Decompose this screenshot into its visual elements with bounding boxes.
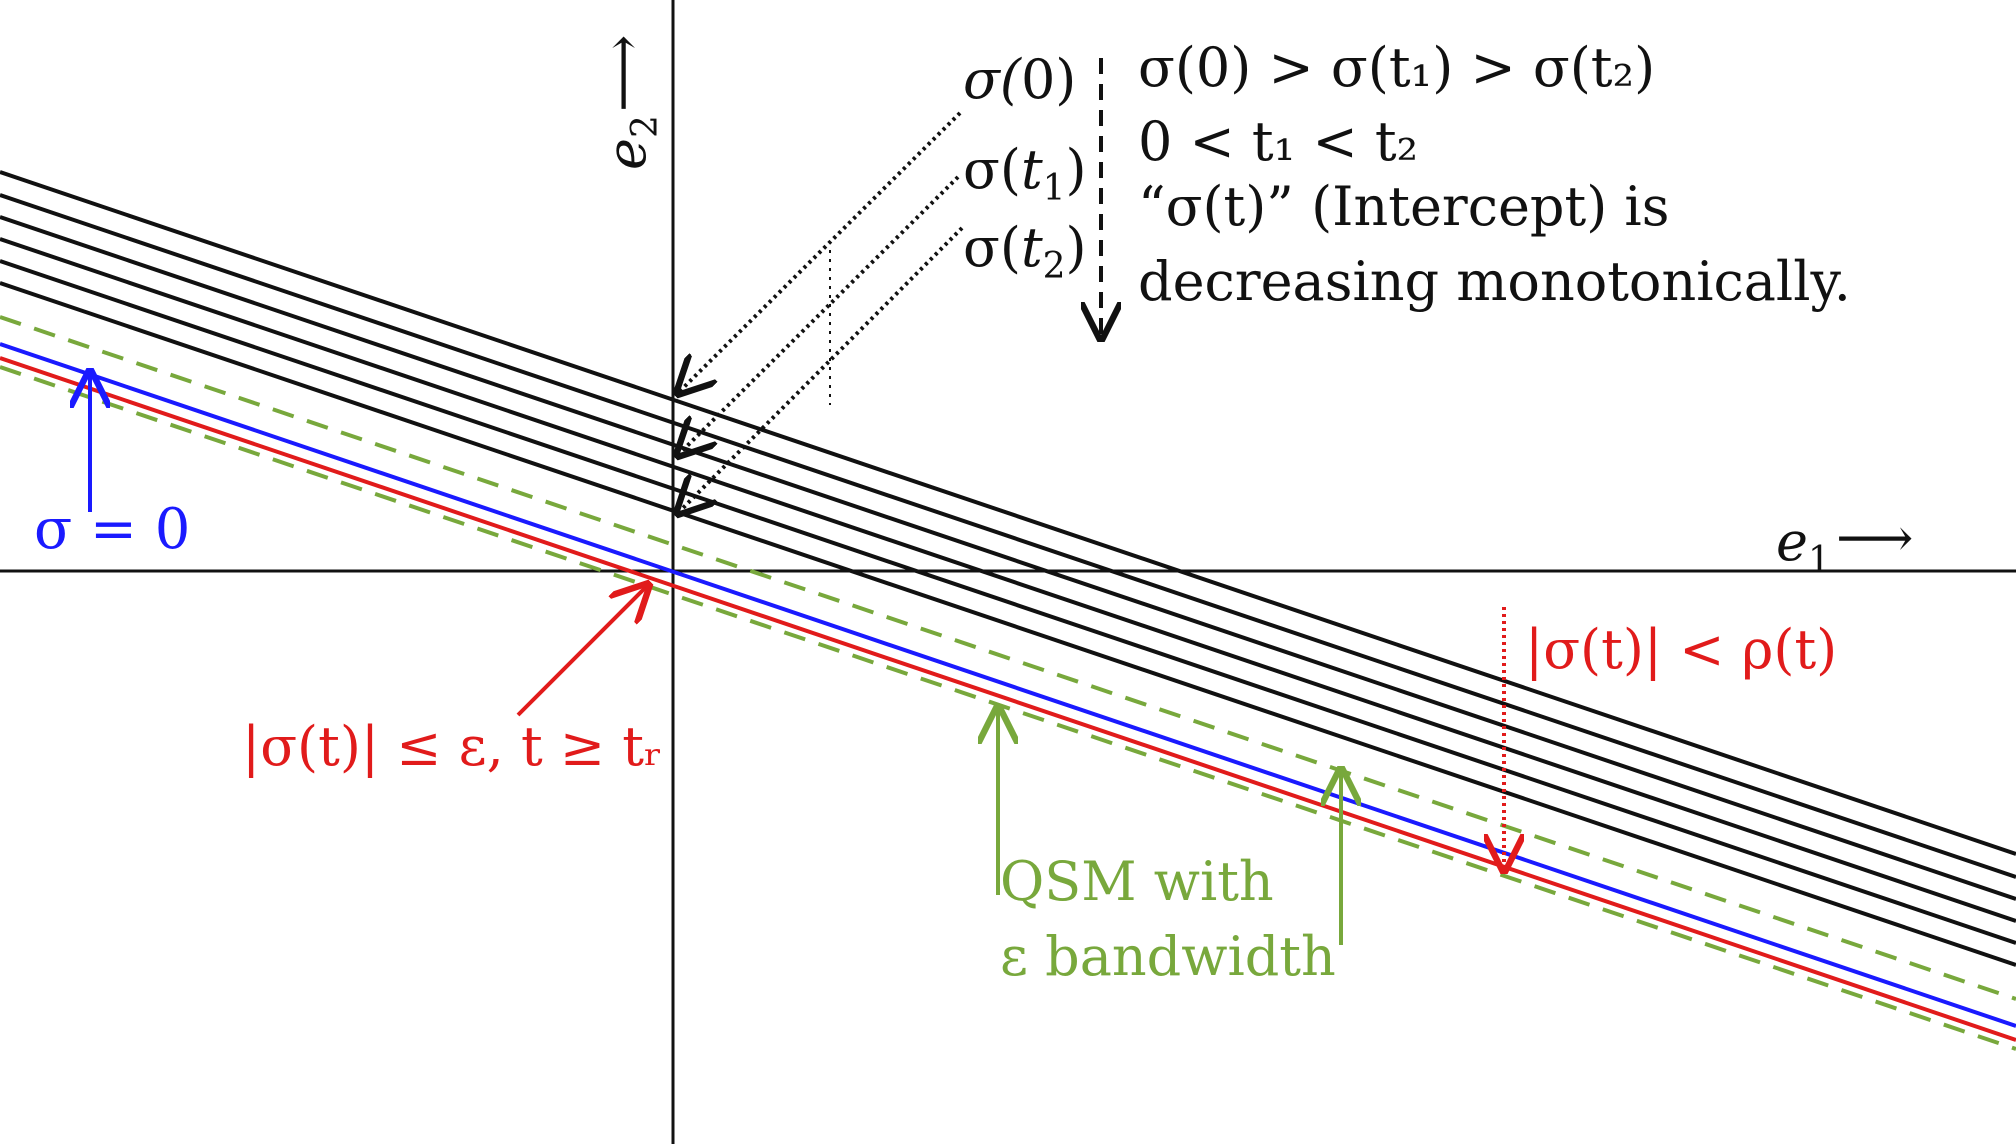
red-solid-arrow bbox=[516, 585, 648, 717]
black-line-5 bbox=[0, 259, 2016, 945]
note-line-1: σ(0) > σ(t₁) > σ(t₂) bbox=[1138, 36, 1655, 99]
black-line-4 bbox=[0, 237, 2016, 923]
black-lines-group bbox=[0, 170, 2016, 967]
y-axis-label: e2 bbox=[595, 115, 666, 170]
x-axis-arrow-glyph: ⟶ bbox=[1836, 506, 1913, 569]
qsm-label-line-2: ε bandwidth bbox=[1000, 925, 1336, 988]
qsm-label-line-1: QSM with bbox=[1000, 850, 1274, 913]
sigma-t1-dotted-arrow bbox=[678, 175, 960, 455]
reaching-condition-label: |σ(t)| ≤ ε, t ≥ tᵣ bbox=[242, 715, 663, 778]
green-dashed-upper bbox=[0, 315, 2016, 1001]
sigma-t2-label: σ(t2) bbox=[963, 216, 1087, 287]
blue-line-sigma-zero bbox=[0, 342, 2016, 1028]
black-line-2 bbox=[0, 193, 2016, 879]
black-line-1 bbox=[0, 170, 2016, 856]
black-line-3 bbox=[0, 215, 2016, 901]
y-axis-label-group: e2 ⟶ bbox=[591, 35, 666, 170]
note-line-2: 0 < t₁ < t₂ bbox=[1138, 110, 1418, 173]
note-line-4: decreasing monotonically. bbox=[1138, 250, 1851, 313]
y-axis-arrow-glyph: ⟶ bbox=[591, 35, 654, 112]
black-line-6 bbox=[0, 281, 2016, 967]
note-line-3: “σ(t)” (Intercept) is bbox=[1138, 175, 1669, 238]
x-axis-label: e1 bbox=[1776, 510, 1831, 581]
sigma-zero-label: σ = 0 bbox=[34, 497, 190, 562]
sigma-t2-dotted-arrow bbox=[678, 226, 964, 513]
sigma-t1-label: σ(t1) bbox=[963, 138, 1087, 209]
red-line bbox=[0, 356, 2016, 1042]
sigma0-dotted-arrow bbox=[678, 111, 962, 393]
sigma0-label: σ(0) bbox=[963, 48, 1076, 111]
sigma-rho-label: |σ(t)| < ρ(t) bbox=[1525, 618, 1837, 681]
